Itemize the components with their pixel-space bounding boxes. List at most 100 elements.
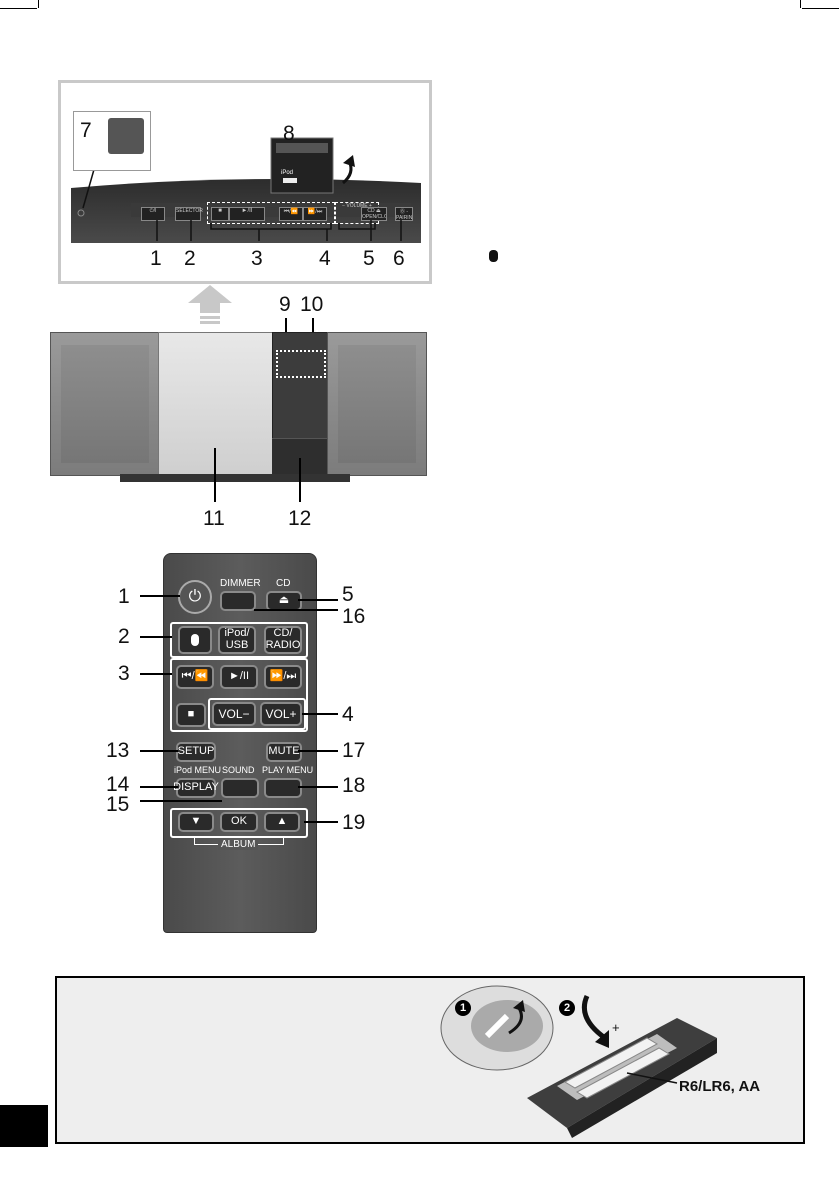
display-label: DISPLAY bbox=[173, 782, 219, 794]
main-unit bbox=[50, 332, 425, 482]
leader-line bbox=[302, 713, 338, 715]
display-window bbox=[276, 350, 326, 378]
crop-mark bbox=[0, 8, 37, 9]
page-side-tab bbox=[0, 1105, 48, 1147]
vol-plus-button[interactable]: VOL+ bbox=[260, 702, 302, 726]
callout-number: 19 bbox=[342, 812, 365, 833]
cd-radio-button[interactable]: CD/ RADIO bbox=[264, 626, 302, 654]
leader-line bbox=[214, 448, 216, 502]
top-panel-illustration: 7 8 iPod ⏻/I SELECTOR ■ ►/II ⏮/⏪ ⏩/⏭ − V… bbox=[58, 80, 432, 284]
leader-line bbox=[298, 599, 338, 601]
step-1-badge: 1 bbox=[455, 1000, 471, 1016]
eject-button[interactable]: ⏏ bbox=[266, 591, 302, 611]
left-speaker bbox=[50, 332, 160, 476]
rewind-button[interactable]: ⏮/⏪ bbox=[176, 665, 214, 689]
cd-door bbox=[158, 332, 274, 476]
fast-forward-button[interactable]: ⏩/⏭ bbox=[264, 665, 302, 689]
callout-number: 3 bbox=[118, 663, 130, 684]
leader-line bbox=[304, 821, 338, 823]
callout-number: 15 bbox=[106, 794, 129, 815]
bluetooth-source-button[interactable] bbox=[178, 626, 212, 654]
leader-line bbox=[299, 458, 301, 502]
callout-number: 5 bbox=[363, 248, 375, 269]
display-button[interactable]: DISPLAY bbox=[176, 778, 216, 798]
up-arrow-icon: ▲ bbox=[277, 816, 288, 828]
album-down-button[interactable]: ▼ bbox=[178, 812, 214, 832]
setup-button[interactable]: SETUP bbox=[176, 742, 216, 762]
sound-button[interactable] bbox=[221, 778, 259, 798]
down-arrow-icon: ▼ bbox=[191, 816, 202, 828]
bluetooth-icon bbox=[191, 634, 199, 646]
album-up-button[interactable]: ▲ bbox=[264, 812, 300, 832]
ipod-usb-button[interactable]: iPod/ USB bbox=[218, 626, 256, 654]
leader-line bbox=[298, 786, 338, 788]
unit-base bbox=[120, 474, 350, 482]
play-pause-label: ►/II bbox=[229, 671, 249, 683]
album-label: ALBUM bbox=[218, 840, 258, 850]
remote-stop-button[interactable]: ■ bbox=[176, 703, 206, 727]
callout-number: 16 bbox=[342, 606, 365, 627]
ok-label: OK bbox=[231, 816, 247, 828]
leader-line bbox=[298, 750, 338, 752]
callout-number: 14 bbox=[106, 774, 129, 795]
leader-line bbox=[140, 673, 172, 675]
play-menu-button[interactable] bbox=[264, 778, 302, 798]
crop-mark bbox=[802, 8, 839, 9]
ipod-menu-label: iPod MENU bbox=[174, 766, 221, 775]
crop-mark bbox=[38, 0, 39, 8]
callout-number: 5 bbox=[342, 584, 354, 605]
vol-minus-label: VOL− bbox=[218, 708, 249, 721]
up-arrow-icon bbox=[188, 285, 232, 325]
dimmer-button[interactable] bbox=[220, 591, 256, 611]
ok-button[interactable]: OK bbox=[220, 812, 258, 832]
dimmer-label: DIMMER bbox=[220, 579, 261, 589]
callout-number: 11 bbox=[203, 508, 225, 529]
callout-number: 10 bbox=[300, 294, 323, 315]
step-1-number: 1 bbox=[460, 1002, 466, 1014]
fast-forward-label: ⏩/⏭ bbox=[270, 671, 297, 683]
callout-number: 13 bbox=[106, 740, 129, 761]
cd-radio-label: CD/ RADIO bbox=[266, 628, 301, 651]
callout-number: 18 bbox=[342, 775, 365, 796]
callout-number: 9 bbox=[279, 294, 291, 315]
mute-label: MUTE bbox=[268, 746, 299, 758]
setup-label: SETUP bbox=[178, 746, 215, 758]
mute-button[interactable]: MUTE bbox=[266, 742, 302, 762]
play-pause-button[interactable]: ►/II bbox=[220, 665, 258, 689]
battery-illustration bbox=[57, 978, 803, 1142]
battery-type-label: R6/LR6, AA bbox=[679, 1078, 760, 1095]
vol-plus-label: VOL+ bbox=[265, 708, 296, 721]
callout-number: 4 bbox=[342, 704, 354, 725]
rewind-label: ⏮/⏪ bbox=[182, 671, 209, 683]
callout-number: 3 bbox=[251, 248, 263, 269]
leader-line bbox=[140, 750, 178, 752]
leader-line bbox=[140, 595, 180, 597]
cd-label: CD bbox=[276, 579, 290, 589]
crop-mark bbox=[800, 0, 801, 8]
callout-number: 12 bbox=[288, 508, 311, 529]
leader-line bbox=[254, 609, 338, 611]
leader-line bbox=[140, 800, 222, 802]
play-menu-label: PLAY MENU bbox=[262, 766, 313, 775]
bluetooth-icon bbox=[489, 250, 498, 262]
vol-minus-button[interactable]: VOL− bbox=[212, 702, 256, 726]
battery-plus-sign: + bbox=[612, 1020, 620, 1035]
callout-number: 1 bbox=[118, 586, 130, 607]
callout-number: 1 bbox=[150, 248, 162, 269]
step-2-badge: 2 bbox=[559, 1000, 575, 1016]
leader-line bbox=[140, 636, 172, 638]
sound-label: SOUND bbox=[222, 766, 255, 775]
right-speaker bbox=[327, 332, 427, 476]
callout-number: 2 bbox=[184, 248, 196, 269]
stop-icon: ■ bbox=[188, 709, 195, 721]
callout-number: 2 bbox=[118, 626, 130, 647]
battery-instructions-box: 1 2 + R6/LR6, AA bbox=[55, 976, 805, 1144]
callout-number: 4 bbox=[319, 248, 331, 269]
remote-power-button[interactable]: ⏻ bbox=[178, 580, 212, 614]
callout-number: 17 bbox=[342, 740, 365, 761]
ipod-usb-label: iPod/ USB bbox=[220, 628, 254, 651]
callout-number: 6 bbox=[393, 248, 405, 269]
step-2-number: 2 bbox=[564, 1002, 570, 1014]
leader-line bbox=[140, 786, 178, 788]
eject-icon: ⏏ bbox=[279, 595, 289, 607]
